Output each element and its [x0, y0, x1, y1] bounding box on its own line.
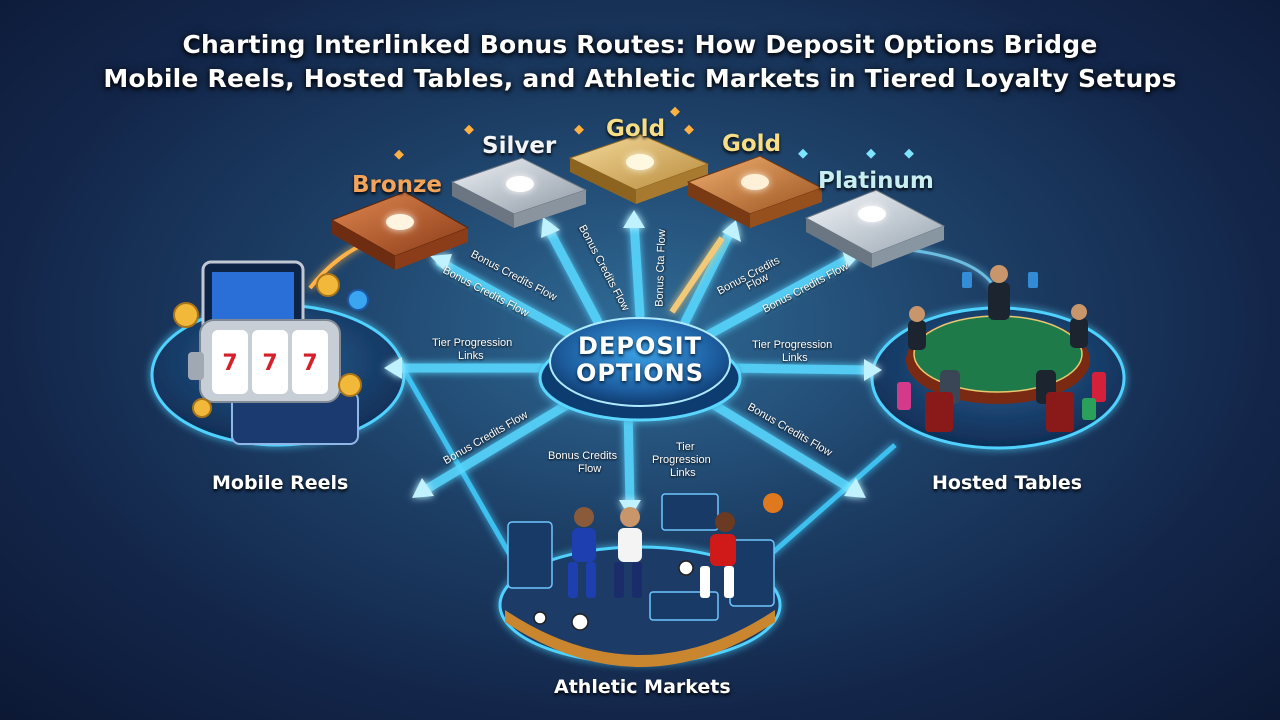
tier-label-platinum: Platinum — [818, 168, 934, 194]
arrowhead-to-silver — [541, 217, 560, 238]
tier-block-gold-second — [686, 155, 824, 228]
zone-label-athletic-markets: Athletic Markets — [554, 676, 731, 698]
flow-arrowheads — [384, 210, 882, 518]
tier-label-gold-second: Gold — [722, 131, 782, 157]
zone-label-mobile-reels: Mobile Reels — [212, 472, 349, 494]
svg-text:7: 7 — [262, 351, 277, 376]
slot-machine-illustration: 7 7 7 — [173, 260, 369, 445]
hub-label-deposit: DEPOSIT — [578, 332, 702, 360]
arrowhead-to-bronze — [430, 254, 452, 272]
flow-label-right-tier-line1: Tier Progression — [752, 339, 833, 351]
flow-label-left-tier-line2: Links — [458, 350, 484, 362]
platinum-to-tables-link — [909, 248, 1002, 301]
flow-label-tier-line1: Tier — [676, 441, 695, 453]
arrowhead-to-mobile-lower — [412, 478, 434, 498]
tier-block-platinum — [804, 189, 946, 268]
casino-table-illustration — [897, 265, 1106, 432]
sparkle-decorations — [394, 106, 914, 160]
zone-label-hosted-tables: Hosted Tables — [932, 472, 1083, 494]
flow-label-tier-line3: Links — [670, 467, 696, 479]
flow-label-right-tier-line2: Links — [782, 352, 808, 364]
arrowhead-to-gold — [623, 210, 645, 228]
arrowhead-to-gold2 — [722, 220, 741, 242]
tier-label-bronze: Bronze — [352, 172, 443, 198]
tier-block-bronze — [330, 191, 470, 270]
svg-text:7: 7 — [222, 351, 237, 376]
gold-arrow — [669, 236, 725, 314]
hub-disc — [549, 317, 731, 407]
arrowhead-to-hosted-tables — [864, 359, 882, 381]
arrowhead-to-hosted-lower — [844, 478, 866, 498]
tier-block-silver — [450, 157, 588, 228]
flow-label-left-tier-line1: Tier Progression — [432, 337, 513, 349]
flow-label-lower-center-line1: Bonus Credits — [548, 450, 618, 462]
tier-label-gold: Gold — [606, 116, 666, 142]
tier-block-gold — [568, 133, 710, 204]
arrowhead-to-mobile-reels — [384, 357, 402, 379]
flow-arrows — [393, 217, 873, 510]
svg-text:7: 7 — [302, 351, 317, 376]
flow-label-lower-center-line2: Flow — [578, 463, 602, 475]
tier-label-silver: Silver — [482, 133, 557, 159]
athletes-illustration — [507, 493, 783, 631]
page-title-line-1: Charting Interlinked Bonus Routes: How D… — [182, 30, 1098, 59]
flow-label-tier-line2: Progression — [652, 454, 711, 466]
hub-label-options: OPTIONS — [575, 359, 705, 387]
page-title-line-2: Mobile Reels, Hosted Tables, and Athleti… — [103, 64, 1177, 93]
athletic-track — [505, 610, 775, 667]
